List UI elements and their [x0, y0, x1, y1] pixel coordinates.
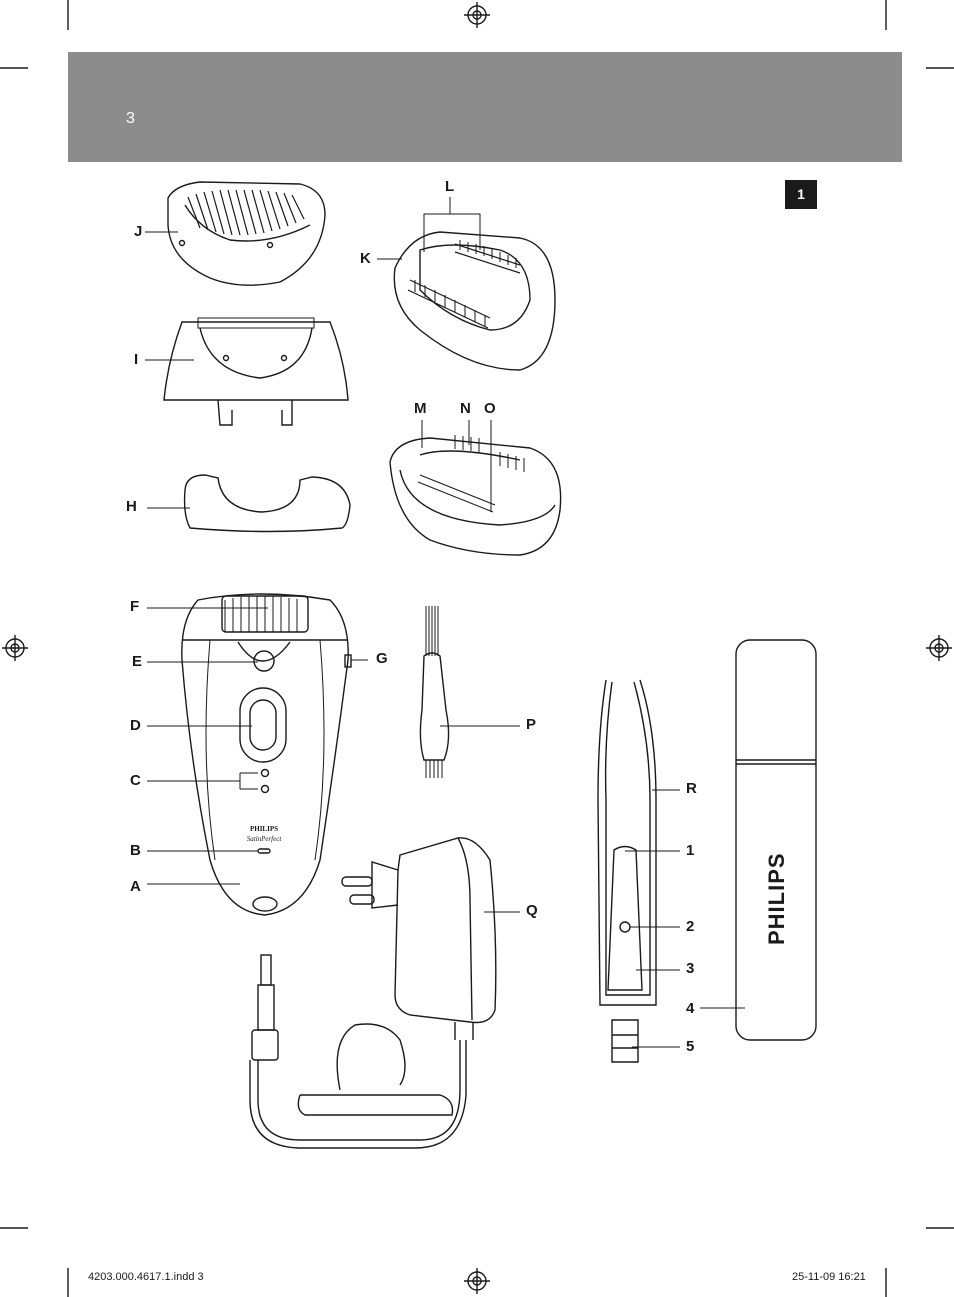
registration-mark-left [2, 635, 28, 661]
footer-date: 25-11-09 16:21 [792, 1271, 866, 1283]
label-b: B [130, 842, 141, 859]
model-print: SatinPerfect [247, 835, 283, 843]
label-f: F [130, 598, 140, 615]
label-d: D [130, 717, 141, 734]
part-mno-epilating-head [389, 435, 562, 556]
part-h-trimming-cap [183, 474, 351, 533]
part-r-tweezers [597, 679, 657, 1063]
label-i: I [134, 351, 139, 368]
leader-lines [145, 197, 745, 1048]
registration-mark-right [926, 635, 952, 661]
label-p: P [526, 716, 537, 733]
part-j-cap [167, 181, 326, 286]
label-a: A [130, 878, 141, 895]
label-o: O [484, 400, 496, 417]
label-4: 4 [686, 1000, 695, 1017]
label-h: H [126, 498, 137, 515]
part-k-epilating-head [393, 231, 556, 371]
label-q: Q [526, 902, 538, 919]
label-3: 3 [686, 960, 695, 977]
figure-number-badge: 1 [785, 180, 817, 209]
page-number: 3 [126, 110, 135, 127]
part-p-cleaning-brush [419, 606, 450, 778]
label-n: N [460, 400, 471, 417]
brand-print: PHILIPS [250, 825, 278, 833]
label-2: 2 [686, 918, 695, 935]
registration-mark-bottom [464, 1268, 490, 1294]
part-i-shaving-head [163, 317, 349, 426]
footer-file-slug: 4203.000.4617.1.indd 3 [88, 1271, 204, 1283]
label-l: L [445, 178, 455, 195]
label-m: M [414, 400, 427, 417]
label-k: K [360, 250, 371, 267]
label-g: G [376, 650, 388, 667]
part-q-adapter [249, 837, 497, 1149]
part-4-storage-tube [735, 639, 817, 1041]
label-r: R [686, 780, 697, 797]
label-e: E [132, 653, 143, 670]
epilator-body [181, 593, 352, 916]
registration-mark-top [464, 2, 490, 28]
header-band: 3 [68, 52, 902, 162]
label-j: J [134, 223, 143, 240]
case-brand-print: PHILIPS [764, 852, 789, 945]
label-1: 1 [686, 842, 695, 859]
label-c: C [130, 772, 141, 789]
label-5: 5 [686, 1038, 695, 1055]
